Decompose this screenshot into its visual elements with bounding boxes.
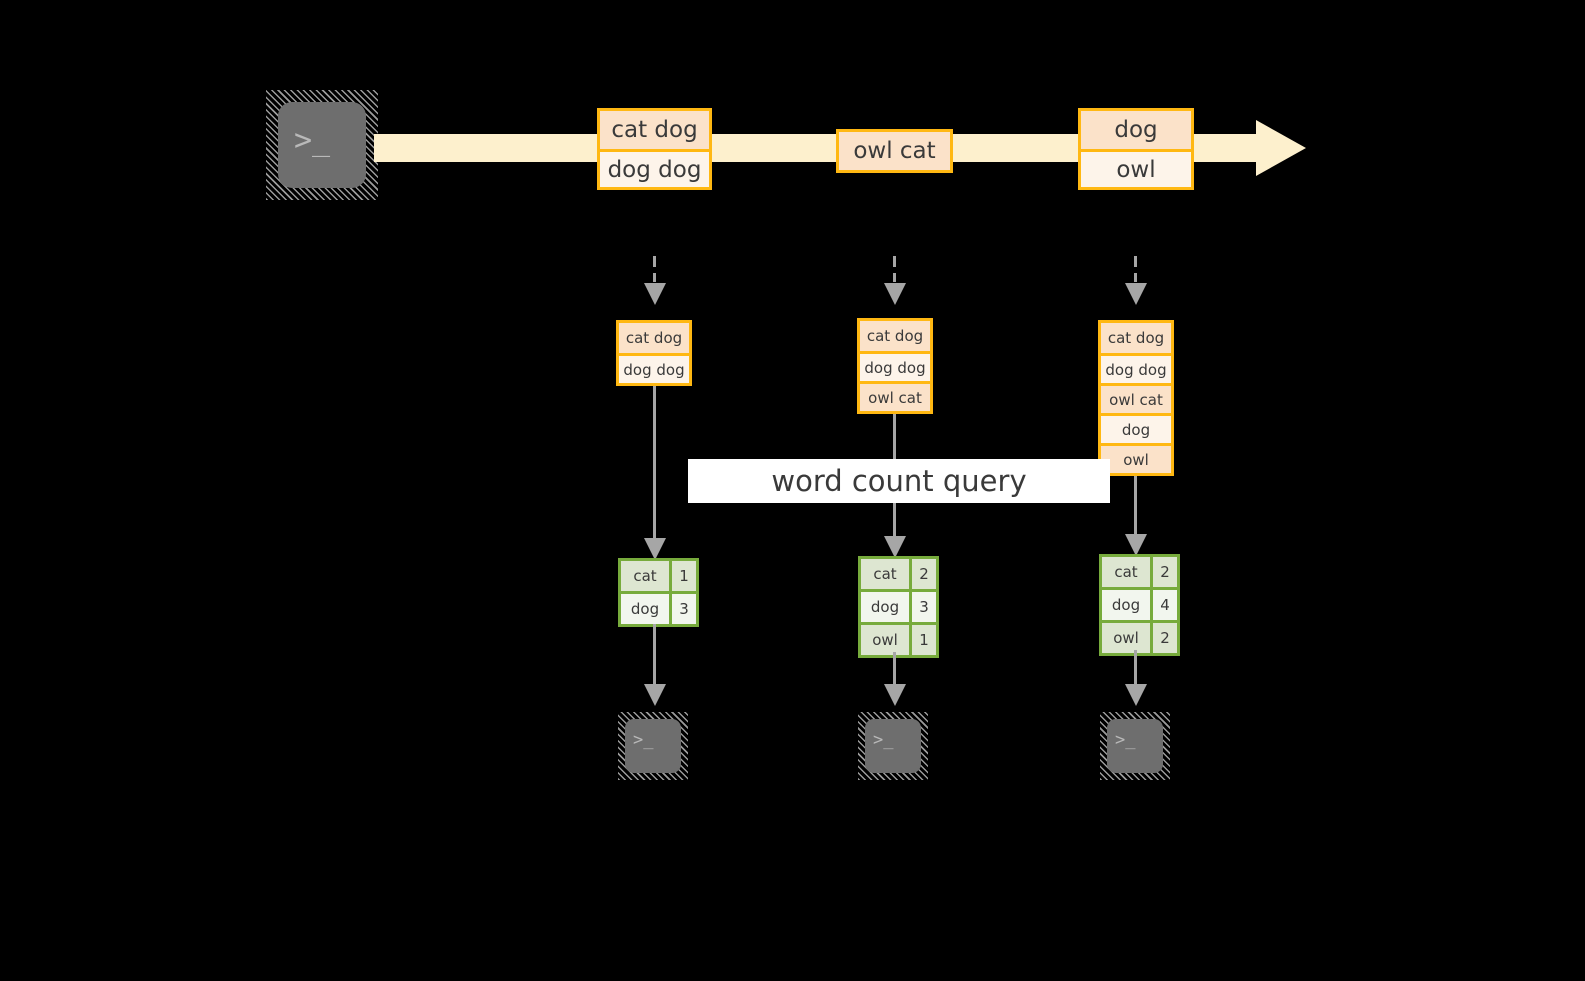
- stream-to-snapshot-connector-1: [653, 256, 656, 282]
- terminal-body: [278, 102, 366, 188]
- table-row: cat 2: [1102, 557, 1177, 587]
- terminal-prompt-glyph: >_: [294, 123, 331, 158]
- stream-record-line: owl cat: [839, 132, 950, 170]
- snapshot-line: dog dog: [619, 353, 689, 383]
- query-label: word count query: [688, 459, 1110, 503]
- result-to-sink-arrowhead-1: [644, 684, 666, 706]
- table-row: dog 4: [1102, 587, 1177, 620]
- table-row: dog 3: [861, 589, 936, 622]
- snapshot-to-result-arrowhead-3: [1125, 534, 1147, 556]
- snapshot-line: cat dog: [1101, 323, 1171, 353]
- stream-record-2: owl cat: [836, 129, 953, 173]
- result-count: 2: [909, 559, 936, 589]
- result-count: 1: [909, 625, 936, 655]
- result-table-2: cat 2 dog 3 owl 1: [858, 556, 939, 658]
- result-table-3: cat 2 dog 4 owl 2: [1099, 554, 1180, 656]
- result-table-1: cat 1 dog 3: [618, 558, 699, 627]
- result-word: cat: [861, 559, 909, 589]
- snapshot-line: dog dog: [1101, 353, 1171, 383]
- stream-arrow-head: [1256, 120, 1306, 176]
- snapshot-box-2: cat dog dog dog owl cat: [857, 318, 933, 414]
- snapshot-line: dog: [1101, 413, 1171, 443]
- result-word: cat: [1102, 557, 1150, 587]
- terminal-prompt-glyph: >_: [633, 730, 654, 750]
- snapshot-line: cat dog: [860, 321, 930, 351]
- sink-terminal-icon-2: >_: [858, 712, 928, 780]
- snapshot-line: owl cat: [1101, 383, 1171, 413]
- result-count: 3: [669, 594, 696, 624]
- result-to-sink-arrowhead-2: [884, 684, 906, 706]
- stream-to-snapshot-arrowhead-3: [1125, 283, 1147, 305]
- result-to-sink-connector-2: [893, 652, 896, 686]
- result-count: 4: [1150, 590, 1177, 620]
- result-word: cat: [621, 561, 669, 591]
- table-row: owl 2: [1102, 620, 1177, 653]
- result-word: owl: [861, 625, 909, 655]
- stream-record-line: dog dog: [600, 149, 709, 187]
- stream-record-line: dog: [1081, 111, 1191, 149]
- table-row: owl 1: [861, 622, 936, 655]
- stream-record-line: owl: [1081, 149, 1191, 187]
- snapshot-line: cat dog: [619, 323, 689, 353]
- table-row: cat 2: [861, 559, 936, 589]
- result-to-sink-connector-1: [653, 624, 656, 686]
- result-count: 2: [1150, 557, 1177, 587]
- result-word: owl: [1102, 623, 1150, 653]
- snapshot-line: owl cat: [860, 381, 930, 411]
- sink-terminal-icon-1: >_: [618, 712, 688, 780]
- result-word: dog: [621, 594, 669, 624]
- terminal-prompt-glyph: >_: [873, 730, 894, 750]
- snapshot-to-result-connector-1: [653, 386, 656, 540]
- result-word: dog: [1102, 590, 1150, 620]
- stream-record-1: cat dog dog dog: [597, 108, 712, 190]
- snapshot-to-result-arrowhead-1: [644, 538, 666, 560]
- snapshot-box-1: cat dog dog dog: [616, 320, 692, 386]
- sink-terminal-icon-3: >_: [1100, 712, 1170, 780]
- terminal-prompt-glyph: >_: [1115, 730, 1136, 750]
- terminal-body: [625, 719, 681, 773]
- stream-to-snapshot-connector-3: [1134, 256, 1137, 282]
- result-to-sink-connector-3: [1134, 650, 1137, 686]
- stream-to-snapshot-connector-2: [893, 256, 896, 282]
- result-count: 1: [669, 561, 696, 591]
- result-to-sink-arrowhead-3: [1125, 684, 1147, 706]
- snapshot-to-result-connector-3: [1134, 476, 1137, 536]
- table-row: cat 1: [621, 561, 696, 591]
- stream-to-snapshot-arrowhead-2: [884, 283, 906, 305]
- snapshot-line: owl: [1101, 443, 1171, 473]
- terminal-body: [865, 719, 921, 773]
- stream-record-line: cat dog: [600, 111, 709, 149]
- table-row: dog 3: [621, 591, 696, 624]
- source-terminal-icon: >_: [266, 90, 378, 200]
- result-word: dog: [861, 592, 909, 622]
- terminal-body: [1107, 719, 1163, 773]
- stream-record-3: dog owl: [1078, 108, 1194, 190]
- result-count: 2: [1150, 623, 1177, 653]
- snapshot-line: dog dog: [860, 351, 930, 381]
- snapshot-box-3: cat dog dog dog owl cat dog owl: [1098, 320, 1174, 476]
- result-count: 3: [909, 592, 936, 622]
- snapshot-to-result-arrowhead-2: [884, 536, 906, 558]
- stream-to-snapshot-arrowhead-1: [644, 283, 666, 305]
